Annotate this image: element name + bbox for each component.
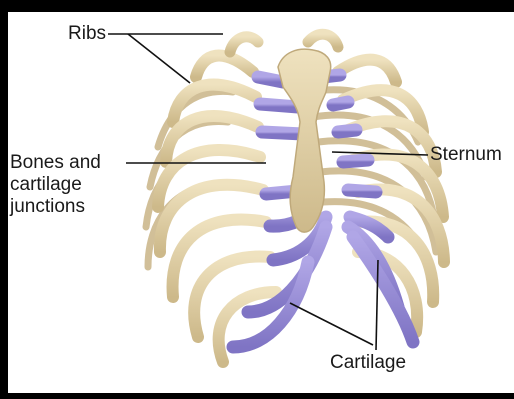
- diagram-panel: Ribs Bones and cartilage junctions Stern…: [8, 12, 514, 393]
- sternum-label: Sternum: [430, 144, 502, 166]
- cartilage-label: Cartilage: [330, 352, 406, 374]
- upper-ribs: [230, 34, 338, 52]
- ribs-label: Ribs: [68, 23, 106, 45]
- bones-junctions-label-line2: cartilage: [10, 174, 82, 196]
- cartilage-leader-left: [290, 303, 373, 345]
- bones-junctions-label-line1: Bones and: [10, 152, 101, 174]
- bones-junctions-label-line3: junctions: [10, 196, 85, 218]
- ribs-leader-lower: [128, 34, 190, 83]
